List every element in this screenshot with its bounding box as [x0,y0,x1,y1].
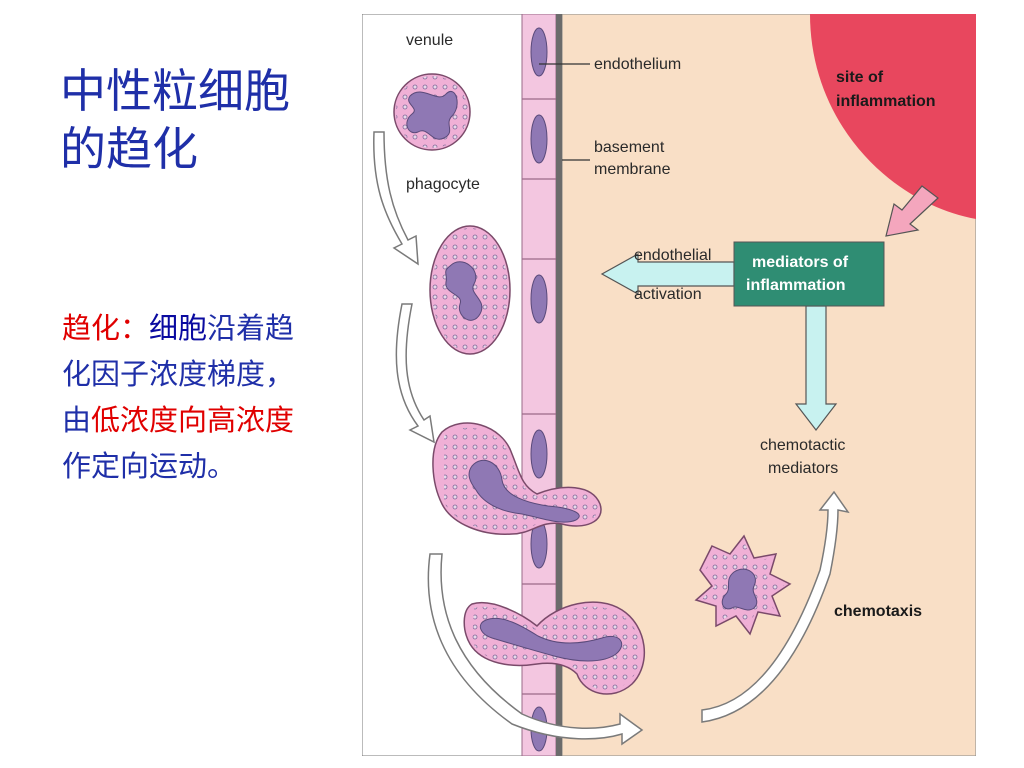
desc-low-high: 低浓度向高浓度 [91,403,295,437]
label-phagocyte: phagocyte [406,176,480,193]
label-endothelium: endothelium [594,56,681,73]
phagocyte-cell-2 [429,225,511,355]
mediators-box [733,241,885,307]
migration-arrows [373,131,850,746]
inflammation-to-mediators-arrow [885,185,939,237]
phagocyte-cell-5 [694,534,792,636]
phagocyte-cell-1 [393,73,471,151]
slide-title: 中性粒细胞的趋化 [60,64,290,176]
label-chemo-mediators: mediators [768,460,838,477]
desc-part2: 作定向运动。 [62,449,237,483]
label-endothelial: endothelial [634,247,711,264]
desc-part1: 沿着趋化因子浓度梯度，由 [62,311,295,437]
label-basement: basement [594,139,665,156]
label-chemotaxis: chemotaxis [834,603,922,620]
label-mediators-inflammation: inflammation [746,277,846,294]
basement-membrane [556,14,562,756]
desc-term: 趋化： [62,311,150,345]
chemotaxis-description: 趋化：细胞沿着趋化因子浓度梯度，由低浓度向高浓度作定向运动。 [62,305,312,489]
label-venule: venule [406,32,453,49]
label-mediators-of: mediators of [752,254,849,271]
label-site-of: site of [836,69,884,86]
phagocyte-cell-3 [432,422,602,535]
site-of-inflammation [810,14,976,219]
phagocyte-cell-4 [463,601,646,695]
label-activation: activation [634,286,702,303]
chemotaxis-diagram: venule phagocyte endothelium basement me… [362,14,976,756]
desc-cell: 细胞 [149,311,208,345]
mediators-arrows [600,252,838,431]
label-chemotactic: chemotactic [760,437,845,454]
label-membrane: membrane [594,161,671,178]
leader-lines [539,63,590,161]
label-site-inflammation: inflammation [836,93,936,110]
